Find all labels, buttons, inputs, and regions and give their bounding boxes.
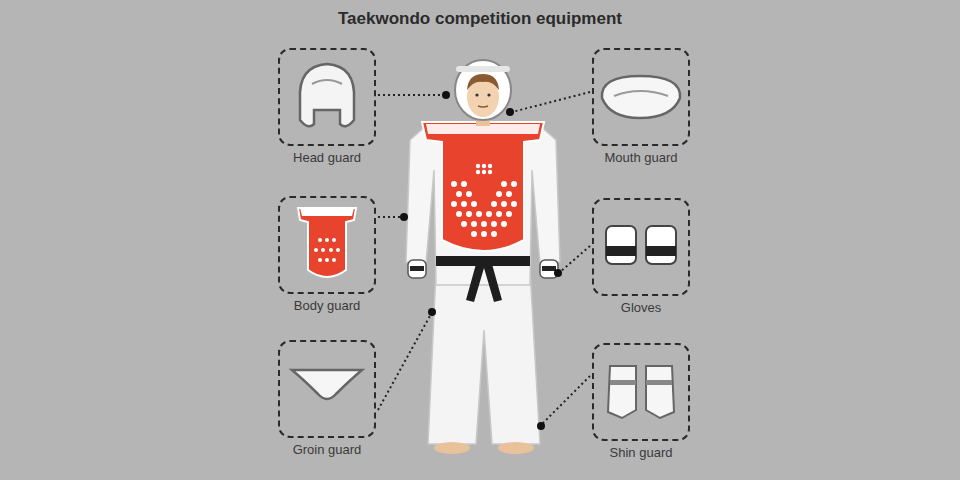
- head-guard-icon: [300, 64, 354, 126]
- equipment-box: Groin guard: [278, 340, 376, 438]
- equipment-box: Shin guard: [592, 343, 690, 441]
- athlete-figure: [406, 60, 560, 454]
- body-guard-icon: [298, 208, 356, 277]
- diagram-title: Taekwondo competition equipment: [0, 9, 960, 29]
- equipment-label: Shin guard: [610, 445, 673, 460]
- equipment-box: Gloves: [592, 198, 690, 296]
- equipment-label: Mouth guard: [605, 150, 678, 165]
- equipment-box: Body guard: [278, 196, 376, 294]
- equipment-label: Gloves: [621, 300, 661, 315]
- equipment-box: Head guard: [278, 48, 376, 146]
- equipment-label: Head guard: [293, 150, 361, 165]
- leader-lines: [378, 92, 590, 424]
- equipment-label: Body guard: [294, 298, 361, 313]
- groin-guard-icon: [292, 370, 362, 399]
- equipment-label: Groin guard: [293, 442, 362, 457]
- shin-guard-icon: [608, 366, 674, 418]
- leader-dots: [400, 91, 562, 430]
- mouth-guard-icon: [602, 76, 680, 118]
- gloves-icon: [606, 226, 676, 264]
- equipment-box: Mouth guard: [592, 48, 690, 146]
